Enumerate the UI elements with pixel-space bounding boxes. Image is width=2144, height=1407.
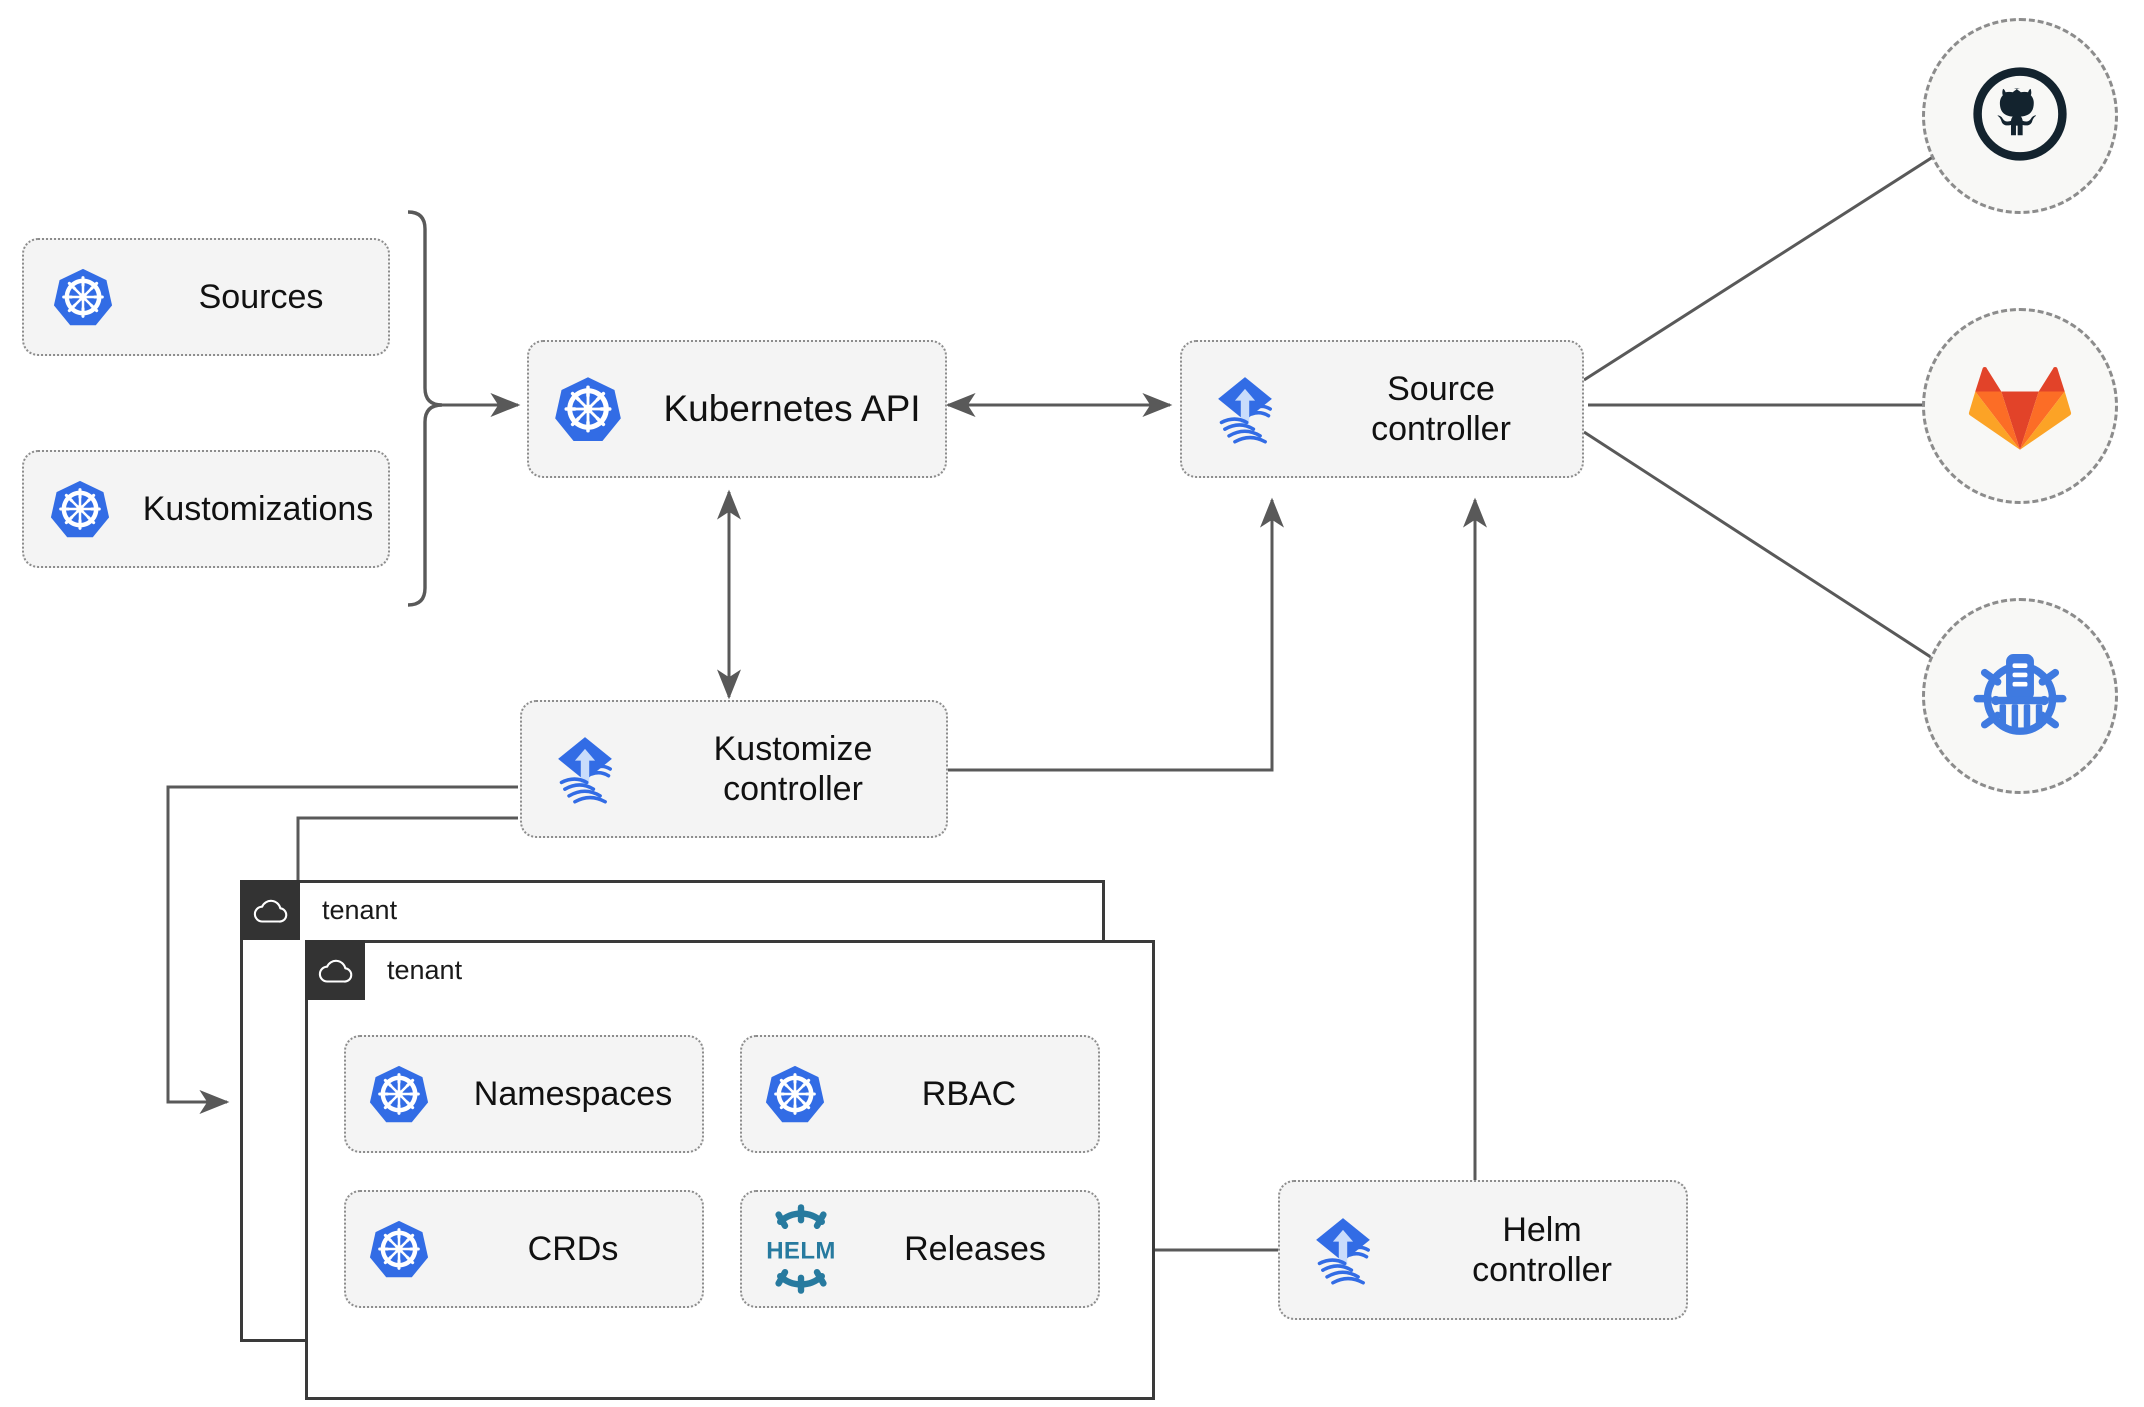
- tenant-frame-2: [305, 940, 1155, 1400]
- kubernetes-icon: [529, 374, 647, 444]
- node-source-controller-label: Source controller: [1371, 369, 1511, 448]
- flux-icon: [1182, 367, 1308, 451]
- tenant-tab-2: tenant: [305, 940, 605, 1000]
- node-sources-label: Sources: [198, 277, 324, 316]
- tenant-tab-1: tenant: [240, 880, 540, 940]
- node-kubernetes-api[interactable]: Kubernetes API: [527, 340, 947, 478]
- kubernetes-icon: [346, 1218, 452, 1280]
- node-kustomize-controller[interactable]: Kustomize controller: [520, 700, 948, 838]
- kubernetes-icon: [24, 478, 136, 540]
- node-rbac-label: RBAC: [921, 1074, 1017, 1113]
- kubernetes-icon: [346, 1063, 452, 1125]
- node-kustomizations[interactable]: Kustomizations: [22, 450, 390, 568]
- kubernetes-icon: [24, 266, 142, 328]
- flux-icon: [522, 727, 648, 811]
- tenant-label-2: tenant: [387, 954, 463, 985]
- provider-github[interactable]: [1922, 18, 2118, 214]
- helm-icon: HELM: [742, 1204, 860, 1294]
- node-helm-controller[interactable]: Helm controller: [1278, 1180, 1688, 1320]
- node-kustomize-controller-label: Kustomize controller: [713, 729, 873, 808]
- kubernetes-icon: [742, 1063, 848, 1125]
- node-releases-label: Releases: [904, 1229, 1046, 1268]
- provider-gitlab[interactable]: [1922, 308, 2118, 504]
- node-namespaces[interactable]: Namespaces: [344, 1035, 704, 1153]
- node-helm-controller-label: Helm controller: [1472, 1210, 1612, 1289]
- tenant-label-1: tenant: [322, 894, 398, 925]
- node-source-controller[interactable]: Source controller: [1180, 340, 1584, 478]
- registry-icon: [1964, 641, 2076, 752]
- node-rbac[interactable]: RBAC: [740, 1035, 1100, 1153]
- node-crds[interactable]: CRDs: [344, 1190, 704, 1308]
- edge-kustomize-controller-to-source-controller: [948, 497, 1284, 772]
- node-releases[interactable]: HELM Releases: [740, 1190, 1100, 1308]
- github-icon: [1967, 61, 2073, 172]
- svg-text:HELM: HELM: [766, 1238, 836, 1265]
- node-kubernetes-api-label: Kubernetes API: [663, 388, 921, 430]
- node-namespaces-label: Namespaces: [473, 1074, 673, 1113]
- node-sources[interactable]: Sources: [22, 238, 390, 356]
- cloud-icon: [240, 880, 300, 940]
- gitlab-icon: [1968, 354, 2072, 459]
- flux-icon: [1280, 1208, 1406, 1292]
- node-kustomizations-label: Kustomizations: [142, 489, 374, 528]
- node-crds-label: CRDs: [527, 1229, 619, 1268]
- provider-container-registry[interactable]: [1922, 598, 2118, 794]
- group-brace: [407, 210, 443, 607]
- cloud-icon: [305, 940, 365, 1000]
